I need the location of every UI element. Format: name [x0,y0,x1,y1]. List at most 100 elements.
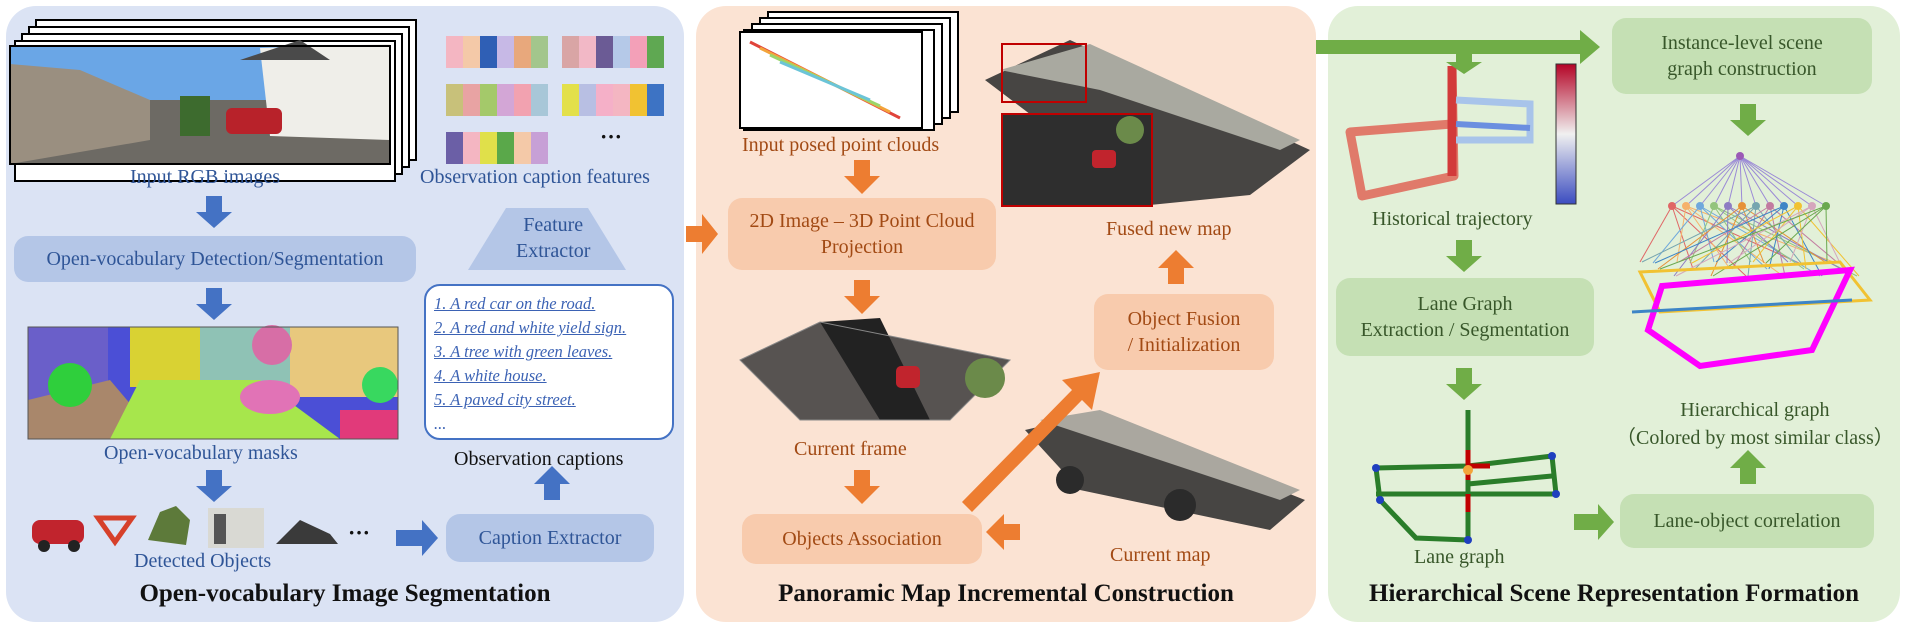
graph-edge [1713,155,1741,207]
caption-features-label: Observation caption features [420,166,650,188]
feature-color-cell [531,132,548,164]
lane-polyline [1644,266,1855,370]
graph-edge [1675,205,1813,277]
graph-edge [1765,205,1827,264]
feature-color-cell [562,84,579,116]
graph-node [1766,202,1774,210]
segmentation-masks-image [27,325,399,440]
caption-item: 1. A red car on the road. [434,294,596,313]
feature-color-cell [446,132,463,164]
graph-edge [1726,205,1729,264]
panel-title-map: Panoramic Map Incremental Construction [778,580,1234,607]
feature-color-cell [630,84,647,116]
caption-feature-strips [446,36,664,164]
graph-edge [1797,205,1860,277]
hier-line2: （Colored by most similar class） [1616,427,1894,449]
lane-graph-plot [1372,410,1560,544]
panel-title-segmentation: Open-vocabulary Image Segmentation [139,580,551,607]
feature-extractor-label: Feature Extractor [516,212,590,264]
graph-edge [1727,155,1741,207]
graph-edge [1671,205,1694,270]
graph-node [1724,202,1732,210]
feature-color-cell [647,36,664,68]
feature-extractor-line1: Feature [523,214,584,236]
detected-object-thumbnails [32,506,338,552]
graph-edge [1710,205,1743,277]
objects-association-box: Objects Association [742,514,982,564]
graph-edge [1678,205,1771,263]
graph-edge [1659,205,1827,270]
feature-color-cell [463,36,480,68]
feature-color-cell [497,132,514,164]
feature-color-cell [613,36,630,68]
graph-node [1738,202,1746,210]
graph-node [1752,202,1760,210]
graph-node [1710,202,1718,210]
detected-objects-label: Detected Objects [134,550,272,572]
feature-color-cell [514,84,531,116]
graph-edge [1654,205,1785,264]
feature-color-cell [647,84,664,116]
feature-color-cell [579,84,596,116]
graph-edge [1728,205,1813,264]
detection-segmentation-box: Open-vocabulary Detection/Segmentation [14,236,416,282]
graph-edge [1691,205,1799,264]
graph-edge [1739,155,1799,207]
graph-node [1696,202,1704,210]
caption-item: 3. A tree with green leaves. [434,342,613,361]
graph-edge [1789,205,1813,263]
lane-polyline [1637,260,1873,314]
rgb-image-stack [9,19,417,182]
projection-line2: Projection [820,236,904,258]
graph-edge [1715,205,1785,263]
instance-line2: graph construction [1667,58,1817,80]
lane-extract-line1: Lane Graph [1417,293,1513,315]
feature-color-cell [596,84,613,116]
instance-graph-box: Instance-level scene graph construction [1612,18,1872,94]
graph-root-node [1736,152,1744,160]
caption-item: ... [434,414,447,433]
graph-node [1822,202,1830,210]
caption-item: 2. A red and white yield sign. [434,318,627,337]
graph-edge [1652,205,1701,264]
input-rgb-label: Input RGB images [130,166,280,188]
feature-color-cell [463,132,480,164]
graph-edge [1727,205,1842,270]
panel-title-scene: Hierarchical Scene Representation Format… [1369,580,1859,607]
projection-line1: 2D Image – 3D Point Cloud [749,210,975,232]
green-arrows [1316,30,1766,540]
graph-node [1668,202,1676,210]
historical-trajectory-plot [1345,63,1577,205]
feature-color-cell [562,36,579,68]
current-map-label: Current map [1110,544,1211,566]
feature-color-cell [463,84,480,116]
graph-edge [1694,205,1757,270]
current-frame-label: Current frame [794,438,907,460]
graph-edge [1752,205,1799,263]
fusion-line2: / Initialization [1127,334,1241,356]
graph-edge [1639,205,1673,263]
graph-edge [1641,205,1757,263]
graph-edge [1739,155,1785,207]
graph-edge [1657,205,1743,270]
observation-captions-label: Observation captions [454,448,624,470]
feature-color-cell [497,84,514,116]
lane-polyline [1631,298,1853,314]
instance-line1: Instance-level scene [1661,32,1823,54]
graph-edge [1739,155,1813,207]
feature-color-cell [480,84,497,116]
lane-object-correlation-box: Lane-object correlation [1620,494,1874,548]
graph-edge [1671,155,1741,207]
feature-extractor-trapezoid [468,208,626,270]
hierarchical-graph-label: Hierarchical graph （Colored by most simi… [1616,396,1894,452]
graph-edge [1768,205,1785,270]
detected-ellipsis: ··· [348,520,371,545]
feature-color-cell [446,36,463,68]
feature-color-cell [579,36,596,68]
graph-edge [1689,205,1715,264]
feature-color-cell [613,84,630,116]
features-ellipsis: ··· [600,124,623,149]
